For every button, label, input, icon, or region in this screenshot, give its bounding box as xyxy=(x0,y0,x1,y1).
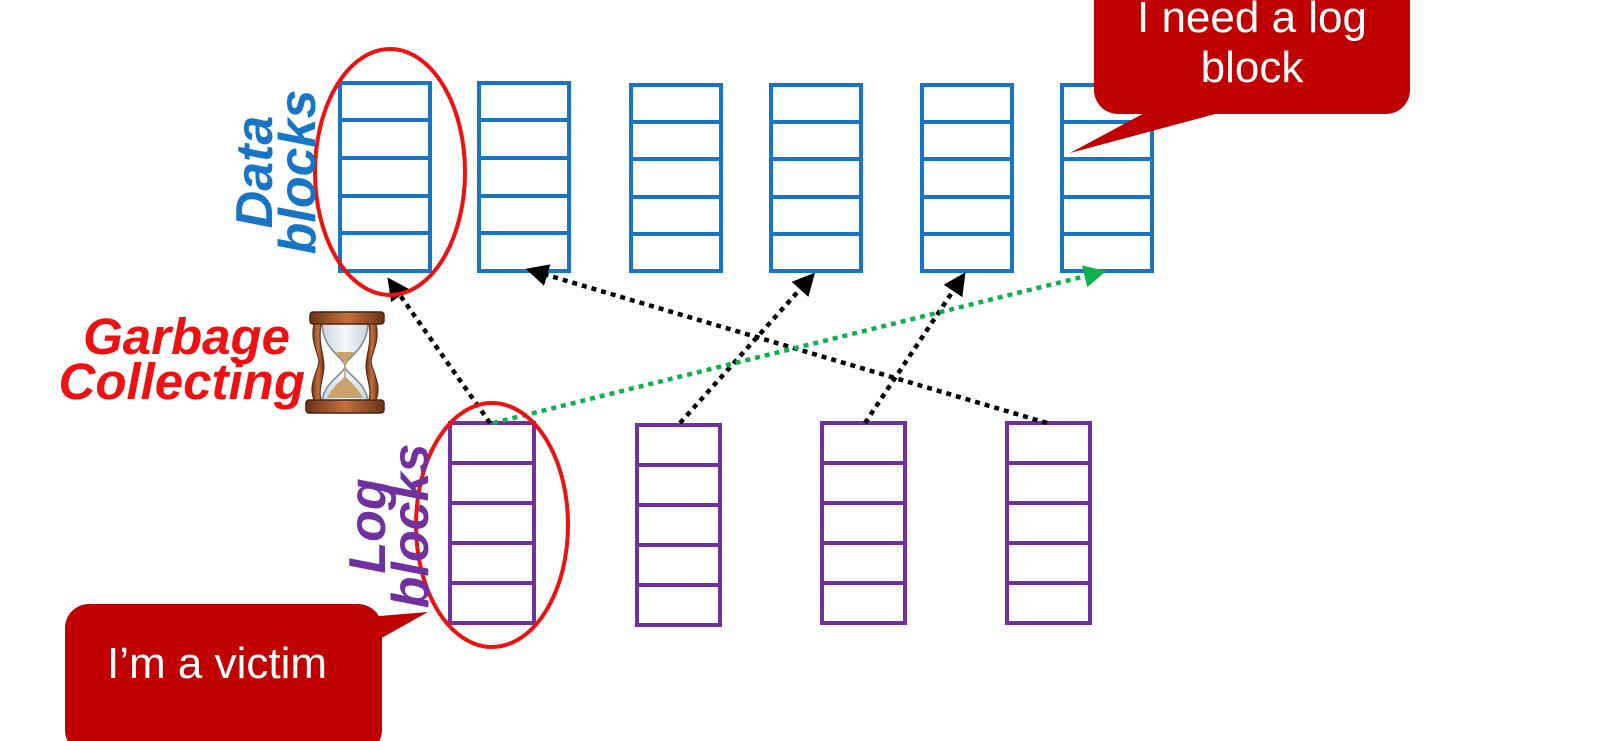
data-block-6 xyxy=(1060,83,1154,273)
data-block-2 xyxy=(477,81,571,273)
need-log-block-callout: I need a log block xyxy=(1070,0,1410,153)
log-blocks-label: Log blocks xyxy=(339,444,440,609)
gc-label-line2: Collecting xyxy=(58,353,305,410)
hourglass-icon xyxy=(305,311,385,414)
block-mapping-arrows xyxy=(387,264,1107,426)
data-block-5 xyxy=(920,83,1014,273)
arrow-log2-to-data4 xyxy=(678,272,816,425)
log-block-1 xyxy=(448,421,536,625)
log-blocks-label-line1: Log xyxy=(339,478,397,573)
victim-callout-text: I’m a victim xyxy=(107,639,327,688)
data-victim-highlight xyxy=(313,47,467,297)
data-block-3 xyxy=(629,83,723,273)
data-block-4 xyxy=(769,83,863,273)
data-blocks-label-line1: Data xyxy=(226,116,284,229)
data-block-1 xyxy=(338,81,432,273)
data-blocks-label: Data blocks xyxy=(226,90,327,255)
data-blocks-row xyxy=(338,81,1154,273)
log-blocks-label-line2: blocks xyxy=(382,444,440,609)
log-block-3 xyxy=(820,421,907,625)
arrow-log1-to-data1 xyxy=(387,277,492,425)
log-blocks-row xyxy=(448,421,1092,627)
victim-callout: I’m a victim xyxy=(65,604,428,741)
need-callout-line1: I need a log xyxy=(1137,0,1367,42)
arrow-log4-to-data2 xyxy=(525,264,1048,426)
log-block-4 xyxy=(1005,421,1092,625)
data-blocks-label-line2: blocks xyxy=(269,90,327,255)
log-block-2 xyxy=(635,423,722,627)
gc-label-line1: Garbage xyxy=(83,308,290,365)
arrow-log3-to-data5 xyxy=(863,272,966,425)
garbage-collecting-label: Garbage Collecting xyxy=(58,308,305,410)
arrow-log1-to-data6 xyxy=(492,265,1107,426)
log-victim-highlight xyxy=(414,401,570,649)
need-callout-line2: block xyxy=(1201,43,1305,92)
